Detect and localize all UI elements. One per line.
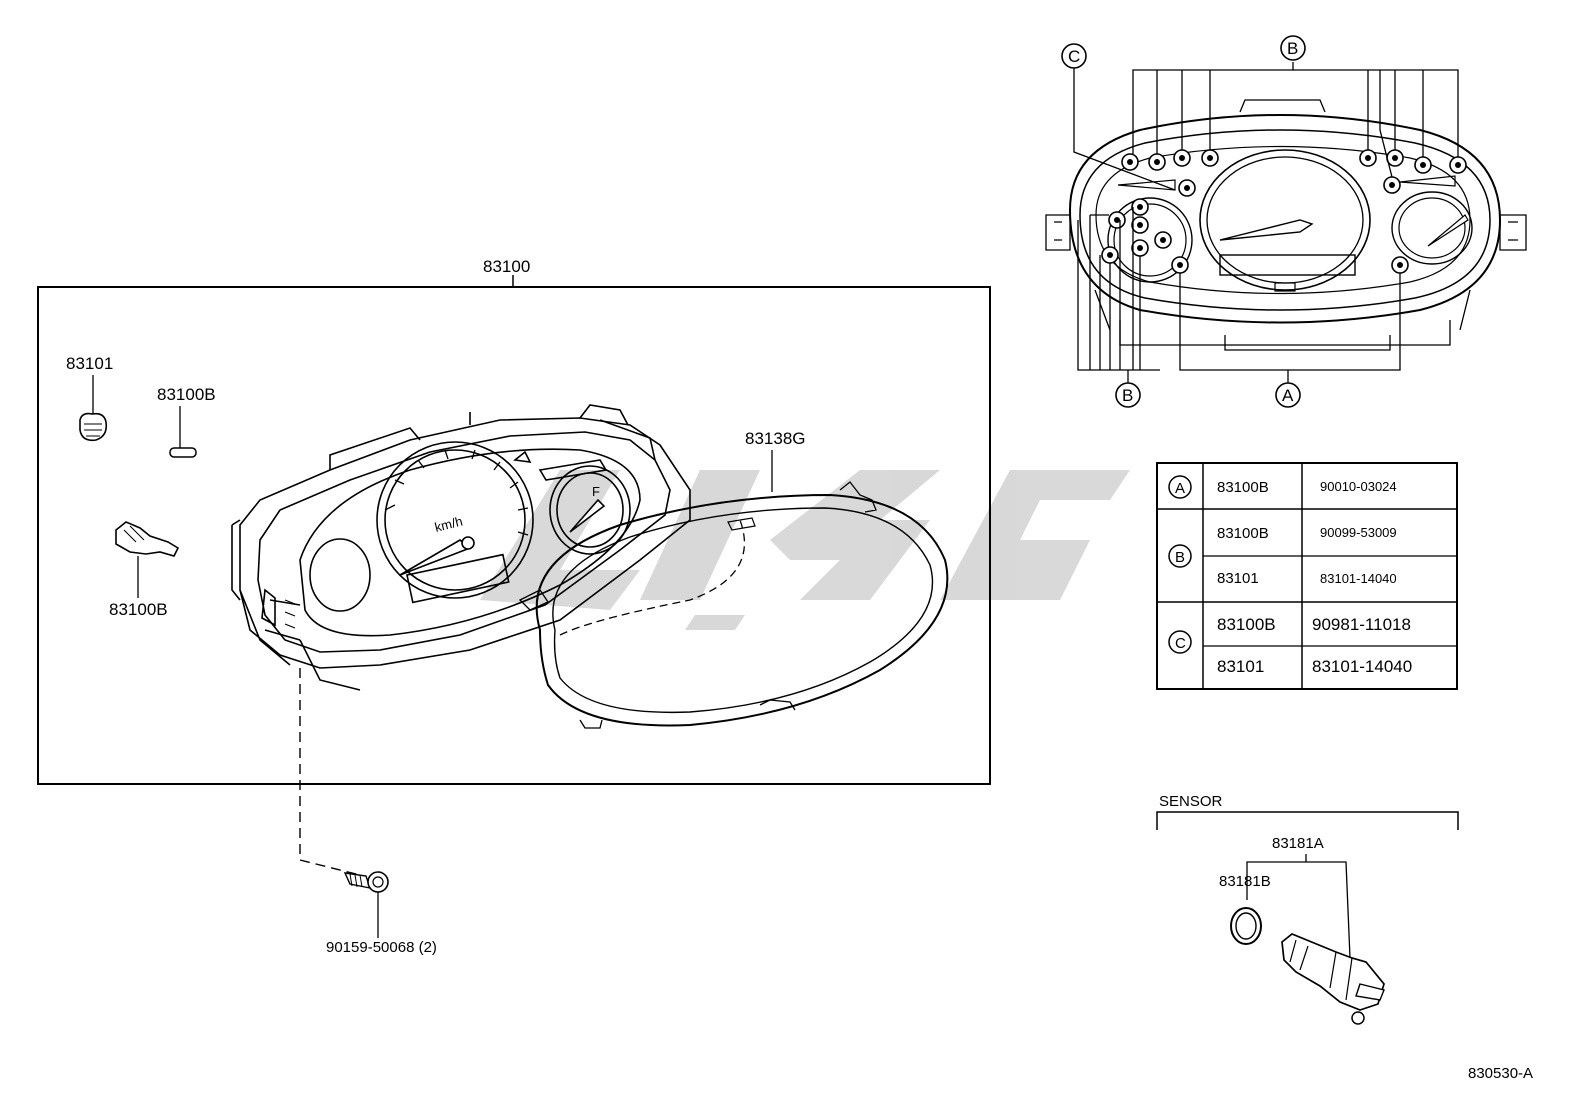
callout-b-top: B [1280, 35, 1306, 61]
svg-text:C: C [1068, 47, 1080, 66]
sensor-group: SENSOR 83181A 83181B [1156, 793, 1459, 1025]
table-row-1-part: 83100B [1217, 525, 1269, 542]
table-row-4-number: 83101-14040 [1312, 657, 1412, 676]
sensor-title: SENSOR [1159, 793, 1223, 810]
socket-left-label: 83100B [109, 600, 168, 619]
speed-unit-label: km/h [433, 514, 464, 535]
sensor-part-b-label: 83181B [1219, 873, 1271, 890]
callout-leaders [1073, 62, 1459, 383]
fuel-full-label: F [592, 484, 600, 499]
callout-b-bottom: B [1115, 382, 1141, 408]
sensor-part-a-label: 83181A [1272, 835, 1324, 852]
callout-a: A [1275, 382, 1301, 408]
table-row-2-number: 83101-14040 [1320, 571, 1397, 586]
svg-text:A: A [1282, 386, 1294, 405]
socket-top-label: 83100B [157, 385, 216, 404]
socket-marker-dots [1107, 155, 1461, 268]
lens-part: 83138G [518, 429, 949, 729]
table-row-4-part: 83101 [1217, 657, 1264, 676]
instrument-cluster [231, 404, 691, 691]
assembly-number-label: 83100 [483, 257, 530, 276]
screw-part: 90159-50068 (2) [299, 668, 437, 956]
table-row-1-number: 90099-53009 [1320, 525, 1397, 540]
svg-text:B: B [1122, 386, 1133, 405]
table-group-c: C [1175, 635, 1186, 652]
socket-part-left: 83100B [109, 521, 180, 619]
table-row-0-part: 83100B [1217, 479, 1269, 496]
table-row-0-number: 90010-03024 [1320, 479, 1397, 494]
lens-label: 83138G [745, 429, 806, 448]
socket-part-top: 83100B [157, 385, 216, 458]
svg-text:B: B [1287, 39, 1298, 58]
table-group-a: A [1175, 480, 1185, 497]
screw-label: 90159-50068 (2) [326, 939, 437, 956]
table-row-3-part: 83100B [1217, 615, 1276, 634]
bulb-part: 83101 [66, 354, 113, 442]
assembly-frame: 83100 [37, 257, 991, 785]
callout-c: C [1061, 43, 1087, 69]
table-row-2-part: 83101 [1217, 570, 1259, 587]
parts-table: A B C 83100B 90010-03024 83100B 90099-53… [1156, 462, 1458, 690]
table-row-3-number: 90981-11018 [1312, 615, 1411, 634]
table-group-b: B [1175, 549, 1185, 566]
bulb-number-label: 83101 [66, 354, 113, 373]
drawing-code: 830530-A [1468, 1065, 1533, 1082]
